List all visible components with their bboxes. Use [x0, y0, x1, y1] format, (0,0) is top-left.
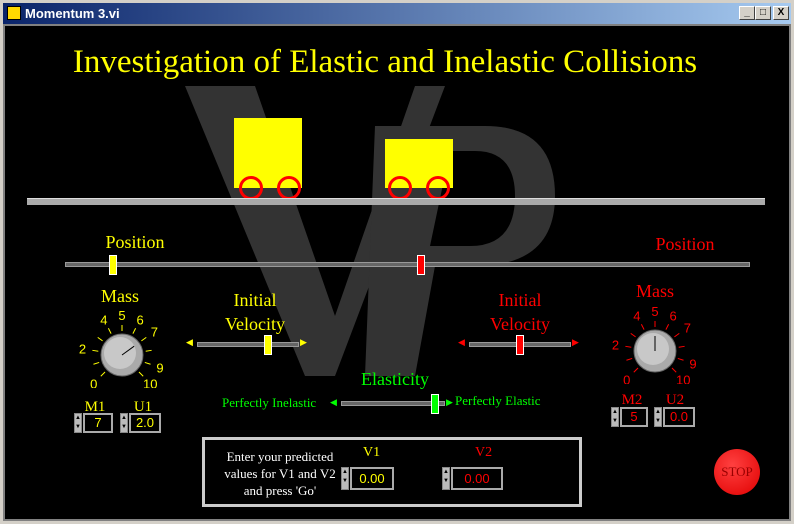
knob-tick: [92, 349, 99, 352]
m1-input[interactable]: 7: [83, 413, 113, 433]
knob-tick: [97, 336, 103, 342]
left-position-label: Position: [105, 232, 165, 252]
left-arrow-icon[interactable]: ◀: [458, 337, 465, 347]
knob-scale-label: 0: [623, 372, 630, 384]
knob-tick: [665, 324, 670, 330]
knob-tick: [145, 349, 152, 352]
perfectly-inelastic-label: Perfectly Inelastic: [222, 395, 317, 410]
left-velocity-label: Initial Velocity: [225, 290, 285, 334]
knob-tick: [625, 345, 632, 348]
knob-tick: [630, 332, 636, 338]
right-arrow-icon[interactable]: ▶: [446, 397, 453, 407]
knob-tick: [107, 328, 112, 334]
right-arrow-icon[interactable]: ▶: [300, 337, 307, 347]
right-position-slider-thumb[interactable]: [417, 255, 426, 275]
cart-2-wheel: [426, 176, 450, 200]
knob-scale-label: 5: [118, 308, 125, 323]
knob-scale-label: 10: [143, 376, 157, 388]
right-velocity-slider-thumb[interactable]: [516, 335, 524, 355]
perfectly-elastic-label: Perfectly Elastic: [455, 393, 541, 408]
minimize-button[interactable]: _: [739, 6, 755, 20]
left-mass-label: Mass: [100, 286, 139, 306]
page-title: Investigation of Elastic and Inelastic C…: [72, 44, 698, 80]
elasticity-slider-track[interactable]: [341, 401, 445, 406]
track: [27, 198, 765, 205]
knob-scale-label: 2: [79, 342, 86, 357]
right-arrow-icon[interactable]: ▶: [572, 337, 579, 347]
knob-tick: [141, 336, 147, 342]
knob-tick: [132, 328, 137, 334]
knob-pointer: [121, 345, 135, 356]
u1-input[interactable]: 2.0: [129, 413, 161, 433]
left-position-slider-thumb[interactable]: [108, 255, 117, 275]
knob-scale-label: 4: [633, 308, 640, 323]
u2-spinner[interactable]: ▲▼: [654, 407, 662, 427]
left-velocity-slider-thumb[interactable]: [264, 335, 273, 355]
title-bar: Momentum 3.vi _ □ X: [3, 3, 791, 24]
close-button[interactable]: X: [773, 6, 789, 20]
maximize-button[interactable]: □: [755, 6, 771, 20]
elasticity-slider-thumb[interactable]: [430, 394, 439, 414]
knob-scale-label: 0: [90, 376, 97, 388]
front-panel: Investigation of Elastic and Inelastic C…: [3, 24, 791, 521]
knob-tick: [678, 345, 685, 348]
v1-input[interactable]: 0.00: [350, 467, 394, 490]
right-velocity-label: Initial Velocity: [490, 290, 550, 334]
u1-spinner[interactable]: ▲▼: [120, 413, 128, 433]
knob-tick: [93, 361, 100, 365]
knob-tick: [633, 367, 639, 373]
knob-tick: [677, 357, 684, 361]
knob-tick: [671, 367, 677, 373]
u1-label: U1: [133, 399, 153, 415]
right-position-label: Position: [655, 234, 715, 254]
u2-label: U2: [665, 392, 685, 408]
knob-scale-label: 5: [651, 304, 658, 319]
window-title: Momentum 3.vi: [25, 6, 120, 21]
cart-1-wheel: [239, 176, 263, 200]
elasticity-label: Elasticity: [361, 369, 429, 389]
knob-tick: [100, 371, 106, 377]
knob-scale-label: 4: [100, 312, 107, 327]
knob-scale-label: 6: [670, 308, 677, 323]
knob-scale-label: 9: [689, 356, 696, 371]
right-mass-label: Mass: [635, 281, 674, 301]
knob-scale-label: 10: [676, 372, 690, 384]
m2-label: M2: [621, 392, 643, 408]
knob-scale-label: 9: [156, 360, 163, 375]
knob-scale-label: 7: [684, 320, 691, 335]
stop-button[interactable]: STOP: [714, 449, 760, 495]
position-slider-track[interactable]: [65, 262, 750, 267]
labview-icon: [7, 6, 21, 20]
left-velocity-slider-track[interactable]: [197, 342, 299, 347]
knob-tick: [626, 357, 633, 361]
knob-tick: [138, 371, 144, 377]
m1-spinner[interactable]: ▲▼: [74, 413, 82, 433]
u2-input[interactable]: 0.0: [663, 407, 695, 427]
left-arrow-icon[interactable]: ◀: [186, 337, 193, 347]
knob-scale-label: 2: [612, 338, 619, 353]
knob-tick: [640, 324, 645, 330]
cart-2-wheel: [388, 176, 412, 200]
prediction-box: Enter your predicted values for V1 and V…: [202, 437, 582, 507]
v2-label: V2: [475, 445, 493, 460]
v1-label: V1: [363, 445, 381, 460]
v2-spinner[interactable]: ▲▼: [442, 467, 450, 490]
m1-label: M1: [84, 399, 106, 415]
m2-spinner[interactable]: ▲▼: [611, 407, 619, 427]
v1-spinner[interactable]: ▲▼: [341, 467, 349, 490]
knob-tick: [674, 332, 680, 338]
m2-input[interactable]: 5: [620, 407, 648, 427]
knob-scale-label: 7: [151, 324, 158, 339]
knob-tick: [144, 361, 151, 365]
prediction-instructions: Enter your predicted values for V1 and V…: [224, 449, 336, 498]
watermark-p-shape: [365, 126, 555, 376]
cart-1-wheel: [277, 176, 301, 200]
knob-scale-label: 6: [137, 312, 144, 327]
left-arrow-icon[interactable]: ◀: [330, 397, 337, 407]
v2-input[interactable]: 0.00: [451, 467, 503, 490]
